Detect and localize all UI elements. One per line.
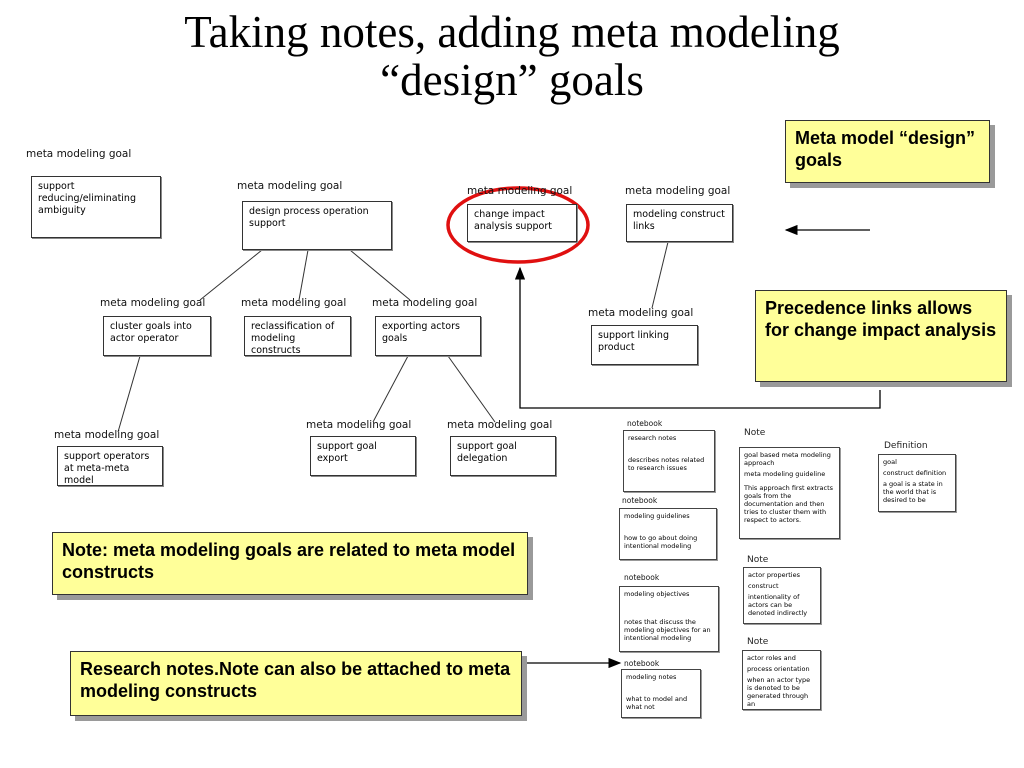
goal-box-operators-meta-meta[interactable]: support operators at meta-meta model xyxy=(57,446,163,486)
goal-label: meta modeling goal xyxy=(54,429,160,441)
note-body: This approach first extracts goals from … xyxy=(744,484,834,524)
link-design-to-reclassification xyxy=(298,249,309,301)
callout-precedence-links: Precedence links allows for change impac… xyxy=(755,290,1007,382)
precedence-link-arrow xyxy=(514,266,881,409)
notebook-modeling-objectives[interactable]: modeling objectives notes that discuss t… xyxy=(619,586,719,652)
slide-title-line-1: Taking notes, adding meta modeling xyxy=(184,7,840,57)
notebook-title: modeling notes xyxy=(626,673,677,681)
goal-box-construct-links[interactable]: modeling construct links xyxy=(626,204,733,242)
notebook-body: describes notes related to research issu… xyxy=(628,456,705,472)
goal-box-change-impact[interactable]: change impact analysis support xyxy=(467,204,577,242)
goal-label: meta modeling goal xyxy=(26,148,132,160)
note-subtitle: meta modeling guideline xyxy=(744,470,826,478)
definition-label: Definition xyxy=(884,441,928,451)
note-title: actor properties xyxy=(748,571,800,579)
goal-box-goal-delegation[interactable]: support goal delegation xyxy=(450,436,556,476)
callout-research-notes: Research notes.Note can also be attached… xyxy=(70,651,522,716)
goal-label: meta modeling goal xyxy=(588,307,694,319)
goal-label: meta modeling goal xyxy=(100,297,206,309)
note-actor-roles[interactable]: actor roles and process orientation when… xyxy=(742,650,821,710)
notebook-title: modeling guidelines xyxy=(624,512,690,520)
notebook-label: notebook xyxy=(624,659,660,668)
link-design-to-exporting xyxy=(349,249,411,301)
note-title: actor roles and xyxy=(747,654,796,662)
goal-label: meta modeling goal xyxy=(467,185,573,197)
callout-note-meta-goals: Note: meta modeling goals are related to… xyxy=(52,532,528,595)
notebook-title: modeling objectives xyxy=(624,590,690,598)
link-exporting-to-delegation xyxy=(447,355,496,423)
notebook-body: how to go about doing intentional modeli… xyxy=(624,534,698,550)
note-body: intentionality of actors can be denoted … xyxy=(748,593,808,617)
note-title: goal based meta modeling approach xyxy=(744,451,831,467)
notebook-modeling-notes[interactable]: modeling notes what to model and what no… xyxy=(621,669,701,718)
goal-box-cluster-goals[interactable]: cluster goals into actor operator xyxy=(103,316,211,356)
link-exporting-to-export xyxy=(372,355,409,423)
definition-subtitle: construct definition xyxy=(883,469,947,477)
goal-box-exporting-actors[interactable]: exporting actors goals xyxy=(375,316,481,356)
goal-label: meta modeling goal xyxy=(306,419,412,431)
goal-label: meta modeling goal xyxy=(372,297,478,309)
goal-box-goal-export[interactable]: support goal export xyxy=(310,436,416,476)
note-actor-properties[interactable]: actor properties construct intentionalit… xyxy=(743,567,821,624)
note-body: when an actor type is denoted to be gene… xyxy=(747,676,811,708)
notebook-label: notebook xyxy=(622,496,658,505)
note-label: Note xyxy=(747,555,769,565)
link-cluster-to-operators xyxy=(117,355,141,433)
notebook-label: notebook xyxy=(627,419,663,428)
note-subtitle: construct xyxy=(748,582,779,590)
goal-box-linking-product[interactable]: support linking product xyxy=(591,325,698,365)
link-construct-to-linking xyxy=(651,241,669,309)
goal-box-reclassification[interactable]: reclassification of modeling constructs xyxy=(244,316,351,356)
highlight-ring xyxy=(446,186,590,264)
slide-title-line-2: “design” goals xyxy=(380,55,644,105)
notebook-title: research notes xyxy=(628,434,677,442)
note-label: Note xyxy=(747,637,769,647)
notebook-label: notebook xyxy=(624,573,660,582)
goal-box-reducing-ambiguity[interactable]: support reducing/eliminating ambiguity xyxy=(31,176,161,238)
notebook-modeling-guidelines[interactable]: modeling guidelines how to go about doin… xyxy=(619,508,717,560)
goal-label: meta modeling goal xyxy=(241,297,347,309)
notebook-body: notes that discuss the modeling objectiv… xyxy=(624,618,711,642)
note-subtitle: process orientation xyxy=(747,665,810,673)
note-goal-based-approach[interactable]: goal based meta modeling approach meta m… xyxy=(739,447,840,539)
notebook-research-notes[interactable]: research notes describes notes related t… xyxy=(623,430,715,492)
definition-title: goal xyxy=(883,458,897,466)
goal-label: meta modeling goal xyxy=(625,185,731,197)
slide-title: Taking notes, adding meta modeling “desi… xyxy=(0,8,1024,104)
definition-goal[interactable]: goal construct definition a goal is a st… xyxy=(878,454,956,512)
note-label: Note xyxy=(744,428,766,438)
goal-box-design-process[interactable]: design process operation support xyxy=(242,201,392,250)
callout-meta-model-design-goals: Meta model “design” goals xyxy=(785,120,990,183)
goal-label: meta modeling goal xyxy=(237,180,343,192)
goal-label: meta modeling goal xyxy=(447,419,553,431)
notebook-body: what to model and what not xyxy=(626,695,688,711)
link-design-to-cluster xyxy=(199,249,263,301)
definition-body: a goal is a state in the world that is d… xyxy=(883,480,943,504)
